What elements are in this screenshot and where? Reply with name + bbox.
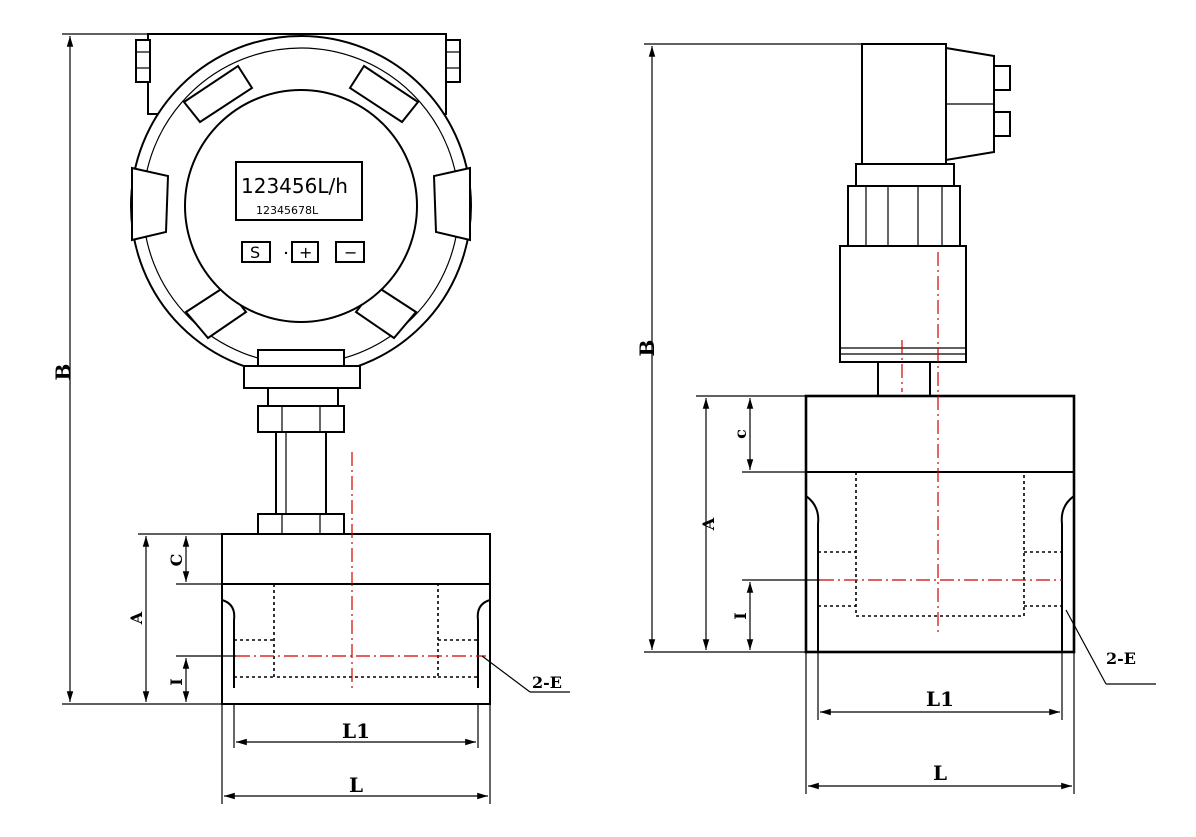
thread-callout-left: 2-E bbox=[481, 655, 570, 693]
thread-callout-right-label: 2-E bbox=[1106, 649, 1136, 668]
thread-callout-left-label: 2-E bbox=[532, 673, 562, 692]
dim-a-left-label: A bbox=[127, 611, 146, 625]
dimension-i-left: I bbox=[167, 655, 236, 702]
keypad: S + − bbox=[241, 241, 365, 263]
dimension-i-right: I bbox=[731, 579, 820, 650]
dimension-b-left: B bbox=[51, 33, 222, 705]
dimension-a-right: A bbox=[696, 395, 806, 650]
minus-button-label: − bbox=[344, 243, 357, 262]
dimension-l1-right: L1 bbox=[817, 652, 1063, 720]
stem bbox=[243, 365, 361, 535]
dimension-l-right: L bbox=[805, 652, 1075, 794]
dim-l-left-label: L bbox=[349, 773, 363, 797]
dim-c-right-label: c bbox=[731, 429, 750, 439]
sensor-neck bbox=[839, 163, 967, 397]
set-button[interactable]: S bbox=[241, 241, 271, 263]
totalizer-readout: 12345678L bbox=[256, 204, 319, 217]
lcd-display: 123456L/h 12345678L bbox=[235, 161, 363, 221]
dimension-c-right: c bbox=[731, 398, 806, 473]
dim-b-left-label: B bbox=[51, 364, 75, 381]
set-button-label: S bbox=[250, 243, 260, 262]
meter-body bbox=[221, 452, 491, 705]
dim-i-right-label: I bbox=[731, 612, 750, 619]
meter-body-right bbox=[804, 394, 1076, 654]
flow-rate-readout: 123456L/h bbox=[241, 174, 348, 198]
dimension-b-right: B bbox=[635, 43, 862, 653]
dim-c-left-label: C bbox=[167, 554, 186, 567]
dim-l1-left-label: L1 bbox=[342, 719, 370, 743]
dim-l1-right-label: L1 bbox=[926, 687, 954, 711]
dimension-a-left: A bbox=[127, 533, 222, 702]
right-view: B A c I L1 bbox=[635, 43, 1156, 794]
dim-i-left-label: I bbox=[167, 678, 186, 685]
connector-plug bbox=[861, 43, 1011, 165]
dimension-l-left: L bbox=[221, 704, 491, 804]
thread-callout-right: 2-E bbox=[1065, 609, 1156, 685]
dim-l-right-label: L bbox=[933, 761, 947, 785]
left-view: 123456L/h 12345678L S + − bbox=[51, 33, 570, 804]
plus-button-label: + bbox=[299, 243, 312, 262]
plus-button[interactable]: + bbox=[291, 241, 319, 263]
dimension-c-left: C bbox=[167, 536, 222, 585]
dim-b-right-label: B bbox=[635, 340, 659, 357]
dimension-l1-left: L1 bbox=[233, 704, 479, 748]
minus-button[interactable]: − bbox=[335, 241, 365, 263]
dim-a-right-label: A bbox=[699, 517, 718, 531]
